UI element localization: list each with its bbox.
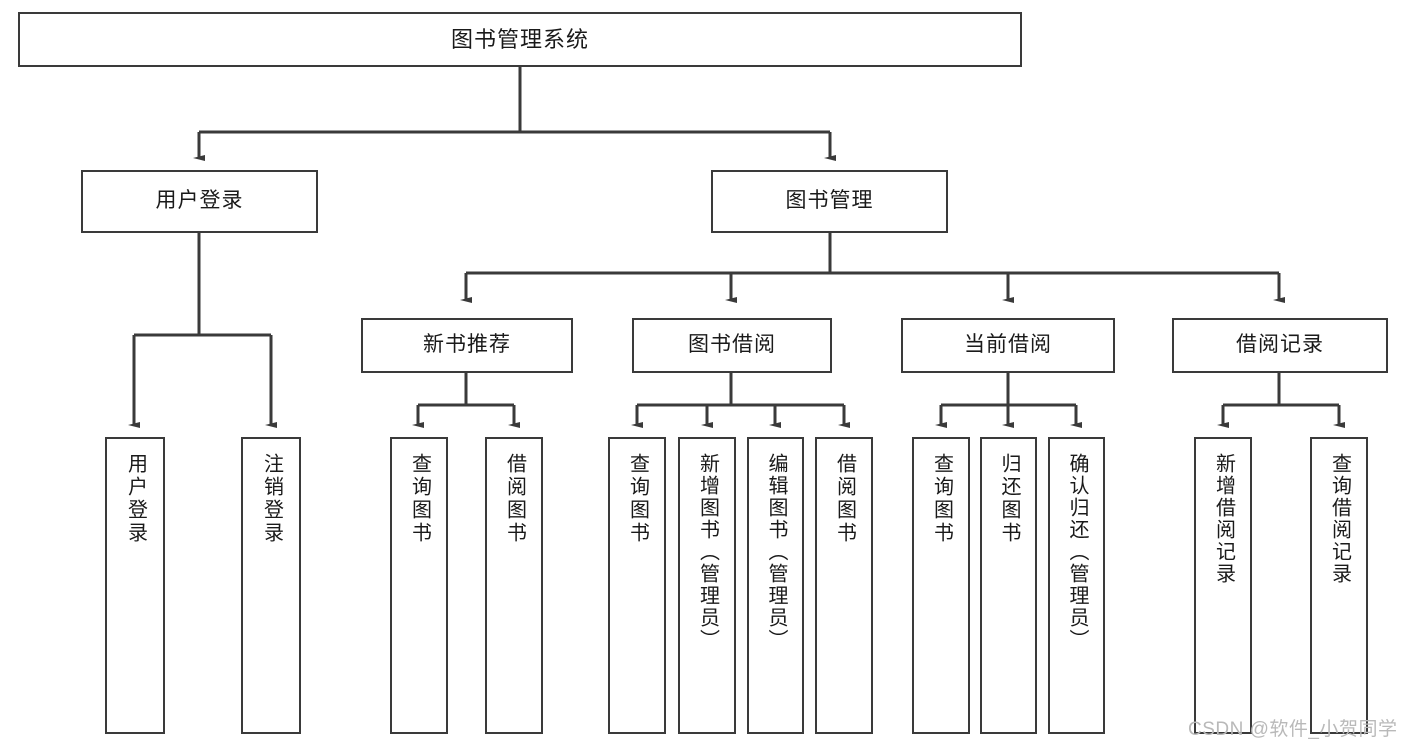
node-leaf-edit-book[interactable]: 编辑图书（管理员） [747, 437, 804, 734]
node-leaf-borrow-book-2-label: 借阅图书 [833, 453, 856, 545]
node-leaf-logout-login[interactable]: 注销登录 [241, 437, 301, 734]
node-leaf-add-record-label: 新增借阅记录 [1212, 453, 1235, 585]
node-leaf-borrow-book-1-label: 借阅图书 [503, 453, 526, 545]
node-leaf-borrow-book-1[interactable]: 借阅图书 [485, 437, 543, 734]
node-leaf-query-book-3-label: 查询图书 [930, 453, 953, 545]
node-leaf-logout-login-label: 注销登录 [260, 453, 283, 545]
node-borrow-record[interactable]: 借阅记录 [1172, 318, 1388, 373]
node-leaf-query-book-2-label: 查询图书 [626, 453, 649, 545]
node-current-borrow[interactable]: 当前借阅 [901, 318, 1115, 373]
node-book-management[interactable]: 图书管理 [711, 170, 948, 233]
node-new-book-recommend[interactable]: 新书推荐 [361, 318, 573, 373]
node-leaf-query-record[interactable]: 查询借阅记录 [1310, 437, 1368, 734]
node-leaf-borrow-book-2[interactable]: 借阅图书 [815, 437, 873, 734]
node-leaf-query-book-1-label: 查询图书 [408, 453, 431, 545]
node-root-system[interactable]: 图书管理系统 [18, 12, 1022, 67]
node-leaf-confirm-return-label: 确认归还（管理员） [1066, 453, 1088, 651]
node-leaf-confirm-return[interactable]: 确认归还（管理员） [1048, 437, 1105, 734]
node-root-system-label: 图书管理系统 [450, 26, 589, 52]
node-book-management-label: 图书管理 [785, 189, 874, 213]
node-leaf-edit-book-label: 编辑图书（管理员） [765, 453, 787, 651]
node-leaf-query-record-label: 查询借阅记录 [1328, 453, 1351, 585]
node-leaf-add-book[interactable]: 新增图书（管理员） [678, 437, 736, 734]
node-user-login[interactable]: 用户登录 [81, 170, 318, 233]
node-leaf-query-book-2[interactable]: 查询图书 [608, 437, 666, 734]
node-book-borrow-label: 图书借阅 [688, 333, 776, 357]
node-leaf-query-book-1[interactable]: 查询图书 [390, 437, 448, 734]
node-new-book-recommend-label: 新书推荐 [423, 333, 511, 357]
node-leaf-user-login[interactable]: 用户登录 [105, 437, 165, 734]
node-leaf-query-book-3[interactable]: 查询图书 [912, 437, 970, 734]
node-current-borrow-label: 当前借阅 [964, 333, 1052, 357]
csdn-watermark: CSDN @软件_小贺同学 [1188, 719, 1398, 740]
node-leaf-add-book-label: 新增图书（管理员） [696, 453, 719, 651]
node-user-login-label: 用户登录 [155, 189, 244, 213]
node-borrow-record-label: 借阅记录 [1236, 333, 1324, 357]
node-leaf-user-login-label: 用户登录 [124, 453, 147, 545]
node-leaf-return-book-label: 归还图书 [998, 453, 1020, 545]
node-book-borrow[interactable]: 图书借阅 [632, 318, 832, 373]
node-leaf-add-record[interactable]: 新增借阅记录 [1194, 437, 1252, 734]
node-leaf-return-book[interactable]: 归还图书 [980, 437, 1037, 734]
